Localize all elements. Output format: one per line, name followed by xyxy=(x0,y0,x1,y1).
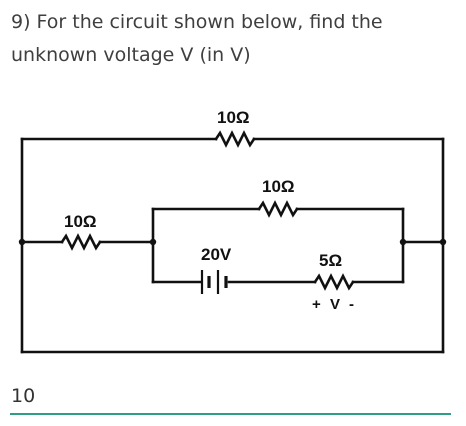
question-text: 9) For the circuit shown below, find the… xyxy=(11,11,383,66)
source-voltage-label: 20V xyxy=(201,245,232,264)
answer-underline xyxy=(10,413,451,415)
inner-bottom-resistor-zigzag xyxy=(313,273,355,291)
voltage-plus-sign: + xyxy=(312,296,321,313)
top-resistor-label: 10Ω xyxy=(217,108,250,127)
left-resistor-label: 10Ω xyxy=(64,212,97,231)
voltage-name-label: V xyxy=(330,296,340,313)
top-resistor-zigzag xyxy=(214,130,256,148)
junction-dot-right xyxy=(439,238,447,246)
inner-bottom-resistor-label: 5Ω xyxy=(319,251,342,270)
junction-dot-inner-left xyxy=(149,238,157,246)
junction-dot-inner-right xyxy=(399,238,407,246)
junction-dot-left xyxy=(18,238,26,246)
inner-top-resistor-zigzag xyxy=(257,200,299,218)
voltage-minus-sign: - xyxy=(349,296,354,313)
left-resistor-zigzag xyxy=(60,233,102,251)
inner-top-resistor-label: 10Ω xyxy=(262,177,295,196)
answer-value[interactable]: 10 xyxy=(11,385,36,407)
